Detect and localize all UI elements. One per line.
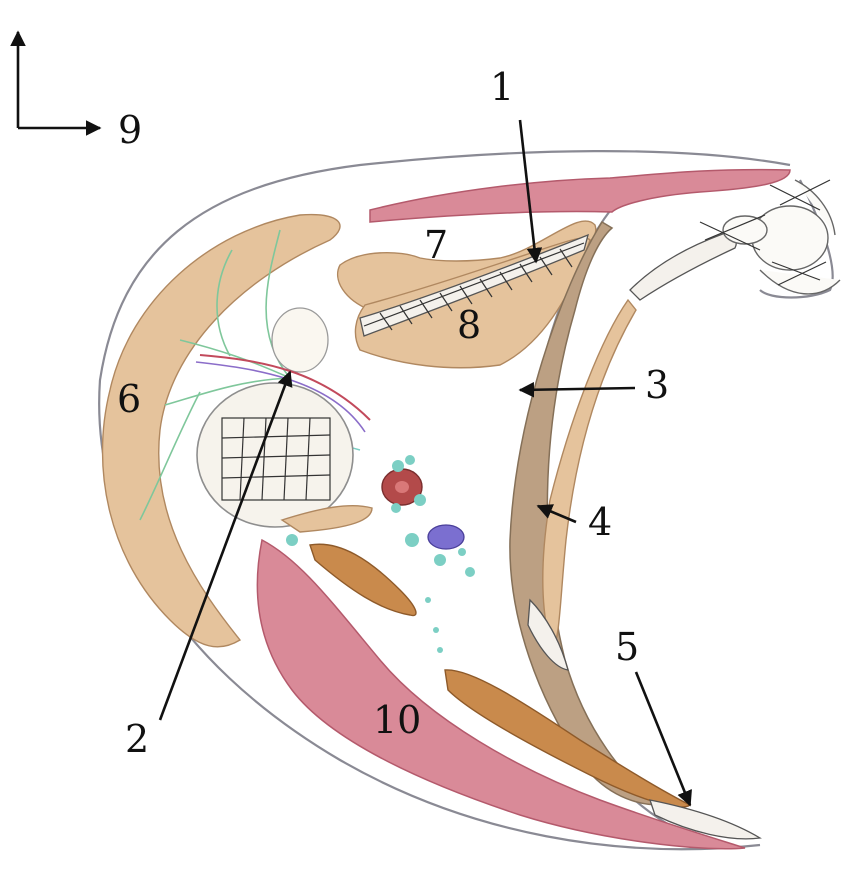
label-3: 3 — [645, 363, 669, 407]
artery-lumen — [395, 481, 409, 493]
vein — [428, 525, 464, 549]
label-1: 1 — [490, 65, 514, 109]
label-5: 5 — [615, 625, 639, 669]
label-10: 10 — [373, 698, 421, 742]
vertebra-structure — [723, 180, 840, 294]
label-4: 4 — [588, 500, 612, 544]
dorsal-muscle-band — [370, 170, 790, 222]
label-2: 2 — [125, 717, 149, 761]
label-7: 7 — [424, 223, 448, 267]
orientation-axis-icon — [18, 32, 100, 128]
tendon-mesh-right — [630, 233, 736, 300]
label-6: 6 — [117, 377, 141, 421]
label-8: 8 — [457, 303, 481, 347]
nerve-oval — [272, 308, 328, 372]
label-9: 9 — [118, 108, 142, 152]
